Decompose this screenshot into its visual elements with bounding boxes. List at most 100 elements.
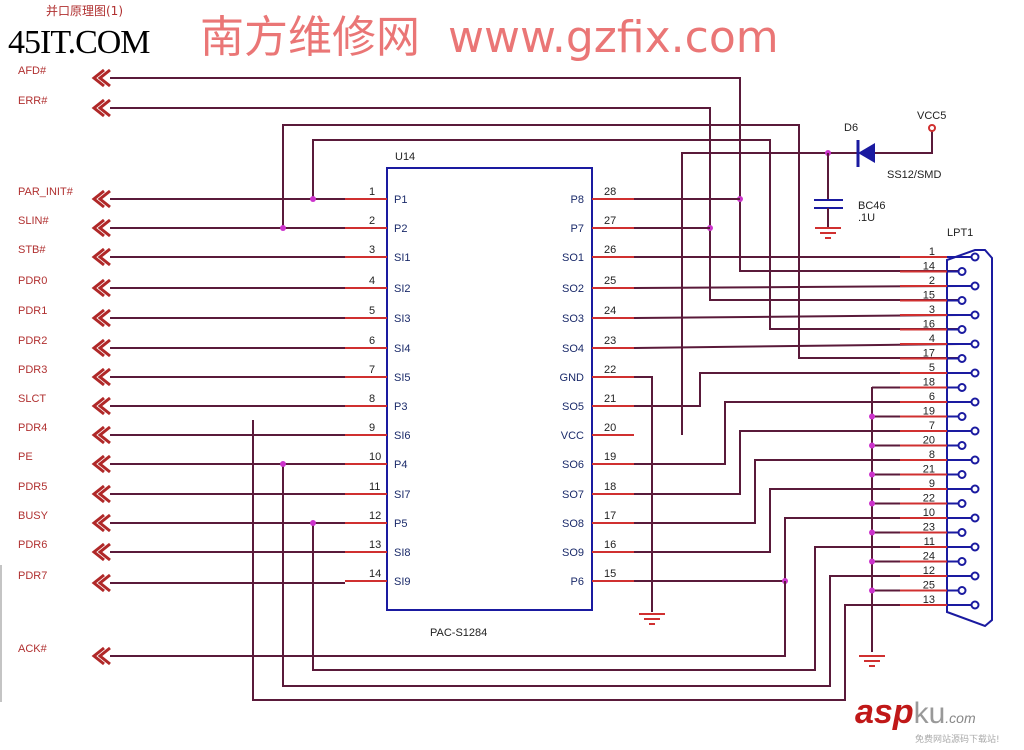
pin-name: P3 bbox=[394, 401, 407, 413]
pin-number: 14 bbox=[369, 568, 381, 580]
pin-name: SI3 bbox=[394, 313, 411, 325]
connector-pin-number: 11 bbox=[924, 536, 935, 548]
junction-dot bbox=[310, 520, 316, 526]
pin-name: P4 bbox=[394, 459, 407, 471]
connector-pin-number: 25 bbox=[923, 580, 935, 592]
pin-number: 4 bbox=[369, 275, 375, 287]
connector-pin-icon bbox=[970, 513, 980, 523]
junction-dot bbox=[869, 529, 875, 536]
logo-ku: ku bbox=[913, 697, 946, 730]
pin-number: 3 bbox=[369, 244, 375, 256]
connector-pin-number: 15 bbox=[923, 290, 935, 302]
junction-dot bbox=[280, 225, 286, 231]
connector-pin-number: 8 bbox=[929, 449, 935, 461]
pin-name: SI2 bbox=[394, 283, 411, 295]
connector-pin-number: 21 bbox=[923, 464, 935, 476]
signal-label: PAR_INIT# bbox=[18, 186, 74, 198]
connector-pin-number: 1 bbox=[929, 246, 935, 258]
connector-pin-icon bbox=[970, 600, 980, 610]
chip-part: PAC-S1284 bbox=[430, 627, 487, 639]
pin-name: SI8 bbox=[394, 547, 411, 559]
pin-name: SO5 bbox=[562, 401, 584, 413]
junction-dot bbox=[869, 442, 875, 449]
signal-label: SLIN# bbox=[18, 215, 49, 227]
wire bbox=[252, 420, 960, 701]
pin-name: SI6 bbox=[394, 430, 411, 442]
connector-pin-icon bbox=[957, 499, 967, 508]
connector-pin-icon bbox=[970, 455, 980, 465]
wire bbox=[681, 152, 858, 435]
diagram-title: 并口原理图(1) bbox=[46, 4, 123, 18]
pin-number: 13 bbox=[369, 539, 381, 551]
signal-label: PDR2 bbox=[18, 335, 47, 347]
wire bbox=[312, 139, 960, 330]
offpage-connector-icon bbox=[91, 218, 111, 238]
pin-number: 7 bbox=[369, 364, 375, 376]
pin-number: 8 bbox=[369, 393, 375, 405]
watermark-45it: 45IT.COM bbox=[8, 24, 151, 61]
diode-ref: D6 bbox=[844, 122, 858, 134]
lpt-connector-body bbox=[946, 249, 993, 628]
signal-label: PDR1 bbox=[18, 305, 47, 317]
signal-label: STB# bbox=[18, 244, 46, 256]
junction-dot bbox=[869, 471, 875, 478]
connector-pin-number: 22 bbox=[923, 493, 935, 505]
junction-dot bbox=[869, 587, 875, 594]
connector-pin-icon bbox=[970, 368, 980, 378]
pin-number: 12 bbox=[369, 510, 381, 522]
pin-number: 23 bbox=[604, 335, 616, 347]
capacitor-ref: BC46 bbox=[858, 200, 886, 212]
pin-name: GND bbox=[560, 372, 585, 384]
junction-dot bbox=[310, 196, 316, 202]
connector-pin-number: 6 bbox=[929, 391, 935, 403]
aspku-logo: aspku.com 免费网站源码下载站! bbox=[855, 693, 1000, 745]
pin-number: 2 bbox=[369, 215, 375, 227]
wire bbox=[634, 372, 960, 407]
connector-pin-icon bbox=[957, 586, 967, 595]
offpage-connector-icon bbox=[91, 513, 111, 533]
pin-number: 17 bbox=[604, 510, 616, 522]
vcc-terminal-icon bbox=[928, 124, 936, 132]
wire bbox=[634, 517, 960, 582]
connector-ref: LPT1 bbox=[947, 227, 973, 239]
offpage-connector-icon bbox=[91, 367, 111, 387]
signal-label: PE bbox=[18, 451, 33, 463]
connector-pin-icon bbox=[957, 412, 967, 421]
junction-dot bbox=[869, 558, 875, 565]
junction-dot bbox=[869, 413, 875, 420]
connector-pin-number: 9 bbox=[929, 478, 935, 490]
connector-pin-icon bbox=[957, 354, 967, 363]
pin-name: SO9 bbox=[562, 547, 584, 559]
signal-label: BUSY bbox=[18, 510, 49, 522]
wire bbox=[634, 376, 653, 612]
connector-pin-icon bbox=[970, 310, 980, 320]
wire bbox=[634, 401, 960, 465]
connector-pin-number: 5 bbox=[929, 362, 935, 374]
offpage-connector-icon bbox=[91, 573, 111, 593]
offpage-connector-icon bbox=[91, 454, 111, 474]
wire bbox=[110, 581, 786, 657]
pin-name: SI9 bbox=[394, 576, 411, 588]
pin-name: P6 bbox=[571, 576, 584, 588]
connector-pin-icon bbox=[957, 470, 967, 479]
connector-pin-number: 4 bbox=[929, 333, 935, 345]
pin-name: SO6 bbox=[562, 459, 584, 471]
connector-pin-icon bbox=[957, 557, 967, 566]
pin-number: 18 bbox=[604, 481, 616, 493]
connector-pin-icon bbox=[970, 281, 980, 291]
pin-number: 25 bbox=[604, 275, 616, 287]
wire bbox=[282, 464, 960, 687]
pin-name: P7 bbox=[571, 223, 584, 235]
offpage-connector-icon bbox=[91, 338, 111, 358]
signal-label: PDR0 bbox=[18, 275, 47, 287]
offpage-connector-icon bbox=[91, 425, 111, 445]
pin-name: P5 bbox=[394, 518, 407, 530]
pin-name: SI4 bbox=[394, 343, 411, 355]
pin-number: 20 bbox=[604, 422, 616, 434]
pin-name: SO3 bbox=[562, 313, 584, 325]
pin-number: 27 bbox=[604, 215, 616, 227]
connector-pin-number: 10 bbox=[923, 507, 935, 519]
connector-pin-number: 20 bbox=[923, 435, 935, 447]
connector-pin-number: 17 bbox=[923, 348, 935, 360]
